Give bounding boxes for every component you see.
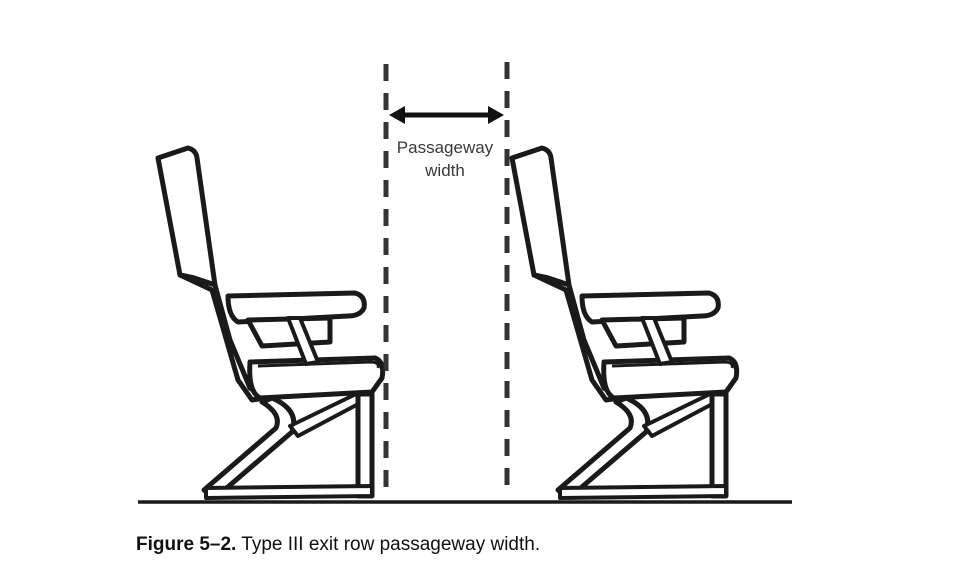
figure-caption-text: Type III exit row passageway width. xyxy=(236,534,541,555)
passageway-label-line1: Passageway xyxy=(397,138,494,157)
right-seat xyxy=(512,148,737,498)
width-arrow xyxy=(389,106,504,124)
left-seat xyxy=(158,148,383,498)
passageway-label-line2: width xyxy=(424,161,465,180)
figure-number: Figure 5–2. xyxy=(136,534,237,555)
figure-caption: Figure 5–2. Type III exit row passageway… xyxy=(136,534,540,556)
